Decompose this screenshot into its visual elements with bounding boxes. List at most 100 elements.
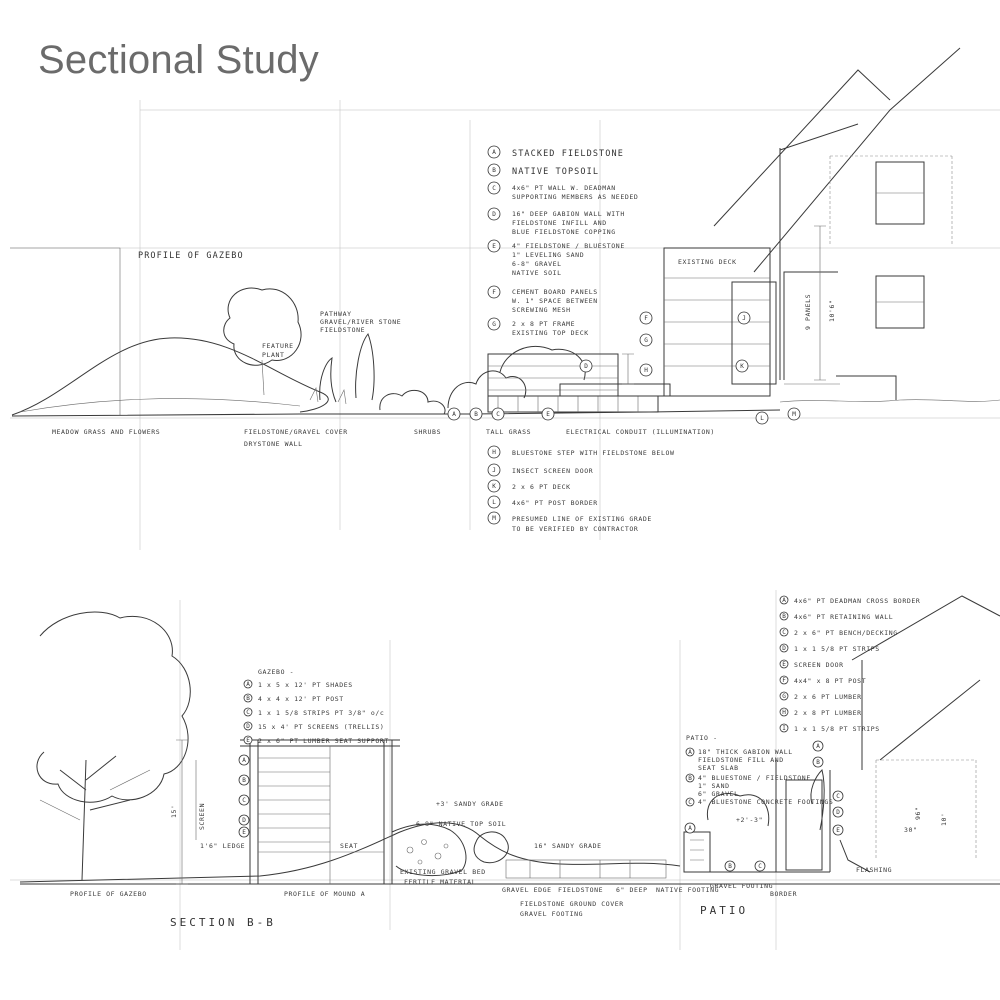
dim-30-label: 30" bbox=[904, 826, 918, 834]
svg-text:J: J bbox=[742, 315, 746, 322]
border-label: BORDER bbox=[770, 890, 797, 898]
patio-label: PATIO bbox=[700, 904, 748, 917]
svg-text:1 x 1 5/8 STRIPS PT 3/8" o/c: 1 x 1 5/8 STRIPS PT 3/8" o/c bbox=[258, 709, 384, 717]
svg-text:F: F bbox=[492, 289, 496, 296]
svg-text:D: D bbox=[246, 723, 250, 730]
svg-text:A: A bbox=[688, 825, 692, 832]
svg-text:E: E bbox=[546, 411, 550, 418]
svg-text:A: A bbox=[242, 757, 246, 764]
svg-text:C: C bbox=[836, 793, 840, 800]
svg-text:15 x 4' PT SCREENS (TRELLIS): 15 x 4' PT SCREENS (TRELLIS) bbox=[258, 723, 384, 731]
svg-text:B: B bbox=[492, 167, 496, 174]
ledge-label: 1'6" LEDGE bbox=[200, 842, 245, 850]
conduit-label: ELECTRICAL CONDUIT (ILLUMINATION) bbox=[566, 428, 715, 436]
grade-16-label: 16" SANDY GRADE bbox=[534, 842, 602, 850]
dim-10-label: 10' bbox=[940, 812, 948, 826]
svg-text:C: C bbox=[688, 799, 692, 806]
svg-text:GAZEBO -: GAZEBO - bbox=[258, 668, 294, 676]
svg-text:BLUESTONE STEP WITH FIELDSTONE: BLUESTONE STEP WITH FIELDSTONE BELOW bbox=[512, 449, 674, 457]
profile-gazebo-label: PROFILE OF GAZEBO bbox=[138, 251, 244, 261]
svg-text:H: H bbox=[644, 367, 648, 374]
gazebo-legend: GAZEBO - A 1 x 5 x 12' PT SHADES B 4 x 4… bbox=[243, 668, 389, 745]
svg-text:4x6" PT DEADMAN CROSS BORDER: 4x6" PT DEADMAN CROSS BORDER bbox=[794, 597, 920, 605]
grade-3-label: +3' SANDY GRADE bbox=[436, 800, 504, 808]
profile-mound-label: PROFILE OF MOUND A bbox=[284, 890, 365, 898]
svg-text:STACKED FIELDSTONE: STACKED FIELDSTONE bbox=[512, 149, 624, 159]
svg-text:A: A bbox=[782, 597, 786, 604]
section-a-legend-lower: H BLUESTONE STEP WITH FIELDSTONE BELOW J… bbox=[487, 445, 674, 533]
profile-gazebo-b-label: PROFILE OF GAZEBO bbox=[70, 890, 147, 898]
svg-text:I: I bbox=[782, 725, 786, 732]
section-a-markers: D F G H J K A B C E L M bbox=[447, 311, 801, 425]
svg-text:2 x 6" PT LUMBER SEAT SUPPORT: 2 x 6" PT LUMBER SEAT SUPPORT bbox=[258, 737, 389, 745]
svg-text:F: F bbox=[644, 315, 648, 322]
six-deep-label: 6" DEEP bbox=[616, 886, 648, 894]
svg-text:B: B bbox=[474, 411, 478, 418]
svg-text:4" BLUESTONE CONCRETE FOOTINGS: 4" BLUESTONE CONCRETE FOOTINGS bbox=[698, 798, 833, 806]
gravel-footing-label: GRAVEL FOOTING bbox=[520, 910, 583, 918]
svg-text:INSECT SCREEN DOOR: INSECT SCREEN DOOR bbox=[512, 467, 593, 475]
svg-text:C: C bbox=[246, 709, 250, 716]
svg-text:H: H bbox=[492, 449, 496, 456]
svg-text:4x4" x 8 PT POST: 4x4" x 8 PT POST bbox=[794, 677, 866, 685]
svg-text:SCREEN DOOR: SCREEN DOOR bbox=[794, 661, 844, 669]
svg-text:1 x 5 x 12' PT SHADES: 1 x 5 x 12' PT SHADES bbox=[258, 681, 353, 689]
deck-legend: A 4x6" PT DEADMAN CROSS BORDER B 4x6" PT… bbox=[779, 595, 920, 733]
svg-text:C: C bbox=[782, 629, 786, 636]
svg-text:H: H bbox=[782, 709, 786, 716]
shrubs-label: SHRUBS bbox=[414, 428, 441, 436]
topsoil-label: 6-8" NATIVE TOP SOIL bbox=[416, 820, 506, 828]
svg-text:M: M bbox=[492, 515, 496, 522]
svg-text:E: E bbox=[492, 243, 496, 250]
deck-markers: A B C D E A B C bbox=[684, 740, 844, 872]
dim-96-label: 96" bbox=[914, 806, 922, 820]
svg-text:2 x 6" PT BENCH/DECKING: 2 x 6" PT BENCH/DECKING bbox=[794, 629, 898, 637]
svg-text:PATIO -: PATIO - bbox=[686, 734, 718, 742]
svg-text:4x6" PT POST BORDER: 4x6" PT POST BORDER bbox=[512, 499, 598, 507]
gravel-edge-label: GRAVEL EDGE bbox=[502, 886, 552, 894]
svg-text:2 x 6 PT DECK: 2 x 6 PT DECK bbox=[512, 483, 571, 491]
svg-text:K: K bbox=[492, 483, 496, 490]
svg-text:B: B bbox=[242, 777, 246, 784]
svg-text:F: F bbox=[782, 677, 786, 684]
svg-text:C: C bbox=[496, 411, 500, 418]
section-a-legend: A STACKED FIELDSTONE B NATIVE TOPSOIL C … bbox=[487, 145, 638, 337]
svg-text:B: B bbox=[688, 775, 692, 782]
svg-text:E: E bbox=[242, 829, 246, 836]
native-footing-label: NATIVE FOOTING bbox=[656, 886, 719, 894]
svg-text:B: B bbox=[728, 863, 732, 870]
svg-text:A: A bbox=[492, 149, 496, 156]
svg-text:E: E bbox=[782, 661, 786, 668]
svg-text:D: D bbox=[836, 809, 840, 816]
page-title: Sectional Study bbox=[38, 38, 319, 82]
svg-text:2 x 8 PT LUMBER: 2 x 8 PT LUMBER bbox=[794, 709, 862, 717]
svg-text:1 x 1 5/8 PT STRIPS: 1 x 1 5/8 PT STRIPS bbox=[794, 725, 880, 733]
svg-text:C: C bbox=[758, 863, 762, 870]
svg-text:4x6" PT RETAINING WALL: 4x6" PT RETAINING WALL bbox=[794, 613, 893, 621]
svg-text:D: D bbox=[782, 645, 786, 652]
svg-text:D: D bbox=[242, 817, 246, 824]
flashing-label: FLASHING bbox=[856, 866, 892, 874]
svg-text:A: A bbox=[688, 749, 692, 756]
svg-text:C: C bbox=[492, 185, 496, 192]
svg-text:L: L bbox=[760, 415, 764, 422]
svg-text:A: A bbox=[452, 411, 456, 418]
screen-label: SCREEN bbox=[198, 803, 206, 830]
existing-grade-label: EXISTING GRAVEL BED bbox=[400, 868, 486, 876]
height-15-label: 15' bbox=[170, 804, 178, 818]
fieldstone-label: FIELDSTONE bbox=[558, 886, 603, 894]
svg-text:G: G bbox=[492, 321, 496, 328]
svg-text:E: E bbox=[836, 827, 840, 834]
